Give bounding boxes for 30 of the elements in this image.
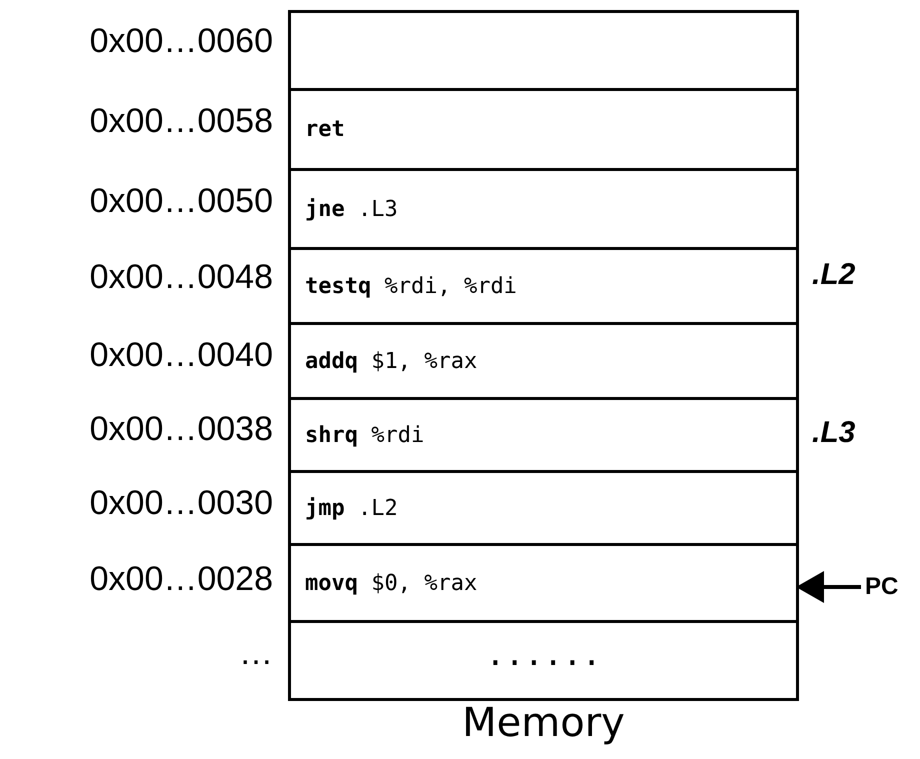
address-label: 0x00…0050 [90, 182, 273, 221]
memory-cell [288, 168, 799, 250]
code-label: .L2 [812, 258, 856, 292]
memory-cell [288, 470, 799, 546]
instruction-text: jne .L3 [305, 196, 398, 222]
memory-cell [288, 10, 799, 91]
memory-cell [288, 247, 799, 325]
instruction-text: shrq %rdi [305, 422, 424, 448]
instruction-text: testq %rdi, %rdi [305, 274, 517, 298]
address-label: 0x00…0058 [90, 102, 273, 141]
instruction-text: jmp .L2 [305, 496, 398, 520]
memory-cell [288, 620, 799, 701]
instruction-text: ...... [486, 634, 602, 672]
address-label: 0x00…0030 [90, 484, 273, 523]
memory-cell [288, 397, 799, 473]
code-label: .L3 [812, 416, 856, 450]
instruction-text: movq $0, %rax [305, 570, 478, 596]
address-label: 0x00…0038 [90, 410, 273, 449]
address-label: 0x00…0040 [90, 336, 273, 375]
caption: Memory [461, 700, 626, 746]
memory-cell [288, 322, 799, 400]
address-label: … [239, 634, 273, 673]
address-label: 0x00…0060 [90, 22, 273, 61]
instruction-text: ret [305, 117, 345, 142]
memory-cell [288, 543, 799, 623]
pointer-label: PC [865, 573, 898, 601]
instruction-text: addq $1, %rax [305, 348, 478, 374]
address-label: 0x00…0048 [90, 258, 273, 297]
address-label: 0x00…0028 [90, 560, 273, 599]
memory-cell [288, 88, 799, 171]
